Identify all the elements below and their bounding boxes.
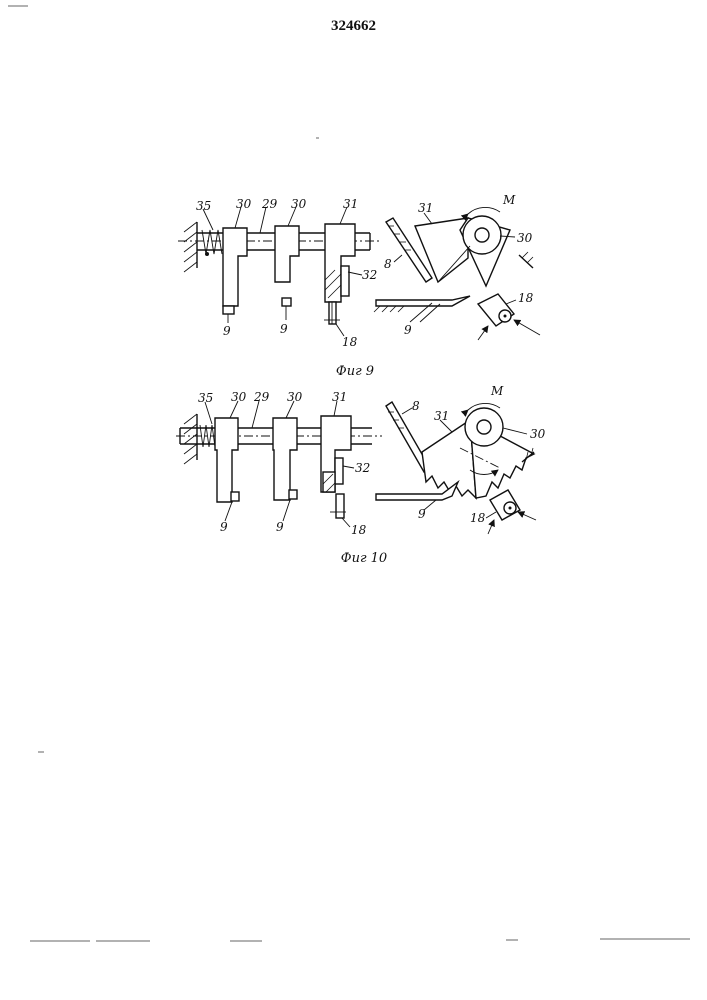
label-30: 30 [231, 390, 247, 404]
label-31: 31 [434, 409, 449, 423]
fig10-shaft-view [176, 401, 382, 527]
label-18: 18 [518, 291, 534, 305]
fig9-caption: Фиг 9 [336, 364, 374, 379]
label-9: 9 [276, 520, 284, 534]
fig10-lever-view [376, 402, 536, 534]
label-9: 9 [220, 520, 228, 534]
label-29: 29 [253, 390, 270, 404]
label-8: 8 [412, 399, 420, 413]
label-31: 31 [418, 201, 433, 215]
label-32: 32 [355, 461, 370, 475]
label-9: 9 [418, 507, 426, 521]
label-M: M [502, 193, 516, 207]
fig9-lever-view [374, 207, 540, 340]
label-31: 31 [332, 390, 347, 404]
label-9: 9 [223, 324, 231, 338]
label-9: 9 [404, 323, 412, 337]
label-32: 32 [362, 268, 377, 282]
fig9-shaft-view [178, 207, 382, 336]
label-35: 35 [196, 199, 211, 213]
fig10-caption: Фиг 10 [341, 551, 387, 566]
label-18: 18 [342, 335, 358, 349]
label-8: 8 [384, 257, 392, 271]
scan-noise [8, 6, 690, 941]
label-30: 30 [236, 197, 252, 211]
label-35: 35 [198, 391, 213, 405]
label-30: 30 [517, 231, 533, 245]
label-30: 30 [291, 197, 307, 211]
label-18: 18 [470, 511, 486, 525]
label-9: 9 [280, 322, 288, 336]
label-31: 31 [343, 197, 358, 211]
label-M: M [490, 384, 504, 398]
label-18: 18 [351, 523, 367, 537]
label-30: 30 [287, 390, 303, 404]
label-30: 30 [530, 427, 546, 441]
label-29: 29 [261, 197, 278, 211]
